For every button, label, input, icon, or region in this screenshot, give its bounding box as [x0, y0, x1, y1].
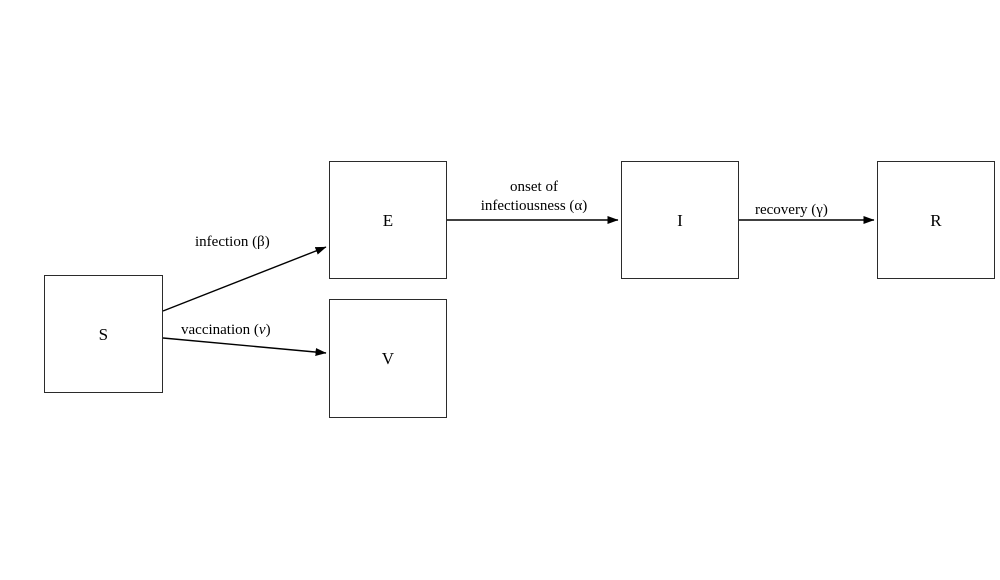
compartment-box-exposed: E: [329, 161, 447, 279]
compartment-box-infectious: I: [621, 161, 739, 279]
transition-label-onset-line-1: onset of: [510, 179, 558, 195]
compartment-box-vaccinated: V: [329, 299, 447, 418]
arrow-vaccination-s-to-v: [162, 337, 327, 357]
transition-label-vaccination-suffix: ): [265, 322, 271, 338]
transition-label-infection: infection (β): [195, 234, 270, 250]
transition-label-vaccination-prefix: vaccination (: [181, 322, 259, 338]
transition-parameter-nu: ν: [258, 322, 266, 338]
compartment-box-recovered: R: [877, 161, 995, 279]
arrow-infection-s-to-e: [162, 246, 327, 312]
transition-label-vaccination: vaccination (ν): [181, 321, 271, 340]
compartment-label-infectious: I: [677, 210, 683, 230]
compartment-label-vaccinated: V: [381, 349, 395, 368]
transition-label-onset-line-2: infectiousness (α): [480, 198, 588, 214]
transition-label-recovery: recovery (γ): [755, 202, 828, 218]
compartment-box-susceptible: S: [44, 275, 163, 393]
compartment-label-susceptible: S: [98, 324, 109, 344]
transition-label-onset-of-infectiousness: onset of infectiousness (α): [450, 178, 618, 216]
compartment-label-exposed: E: [382, 210, 394, 230]
compartment-label-recovered: R: [930, 210, 942, 230]
